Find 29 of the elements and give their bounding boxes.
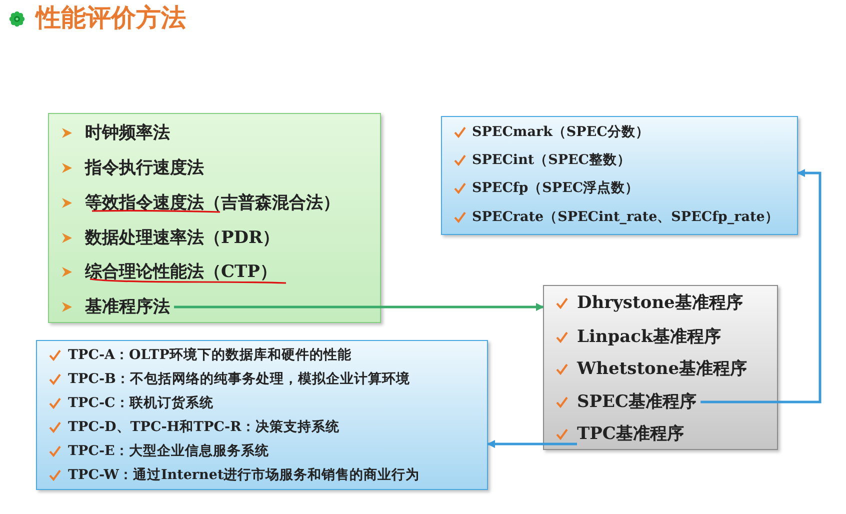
- list-panel: [543, 285, 778, 450]
- list-item-text: SPECrate（SPECint_rate、SPECfp_rate）: [472, 208, 779, 226]
- list-item-text: TPC-C：联机订货系统: [68, 394, 214, 412]
- list-item-text: SPECfp（SPEC浮点数）: [472, 179, 640, 197]
- list-item-text: SPEC基准程序: [577, 391, 697, 413]
- list-item-text: TPC基准程序: [577, 423, 684, 445]
- list-item-text: 数据处理速率法（PDR）: [85, 227, 280, 249]
- list-item-text: TPC-D、TPC-H和TPC-R：决策支持系统: [68, 418, 340, 436]
- list-item-text: TPC-W：通过Internet进行市场服务和销售的商业行为: [68, 466, 420, 484]
- list-item-text: 时钟频率法: [85, 122, 170, 144]
- list-item-text: Whetstone基准程序: [577, 358, 748, 380]
- arrow: [174, 303, 544, 311]
- list-panel: [48, 113, 381, 323]
- list-item-text: Dhrystone基准程序: [577, 292, 743, 314]
- list-panel: [441, 116, 798, 235]
- title: 性能评价方法: [36, 2, 186, 34]
- list-item-text: 综合理论性能法（CTP）: [85, 261, 277, 283]
- list-item-text: TPC-E：大型企业信息服务系统: [68, 442, 269, 460]
- list-item-text: 基准程序法: [85, 296, 170, 318]
- arrow: [487, 440, 577, 448]
- list-item-text: Linpack基准程序: [577, 326, 721, 348]
- list-item-text: 指令执行速度法: [85, 157, 204, 179]
- arrow: [700, 169, 822, 404]
- list-panel: [36, 340, 488, 490]
- list-item-text: SPECmark（SPEC分数）: [472, 123, 650, 141]
- list-item-text: SPECint（SPEC整数）: [472, 151, 632, 169]
- list-item-text: TPC-B：不包括网络的纯事务处理，模拟企业计算环境: [68, 370, 410, 388]
- list-item-text: 等效指令速度法（吉普森混合法）: [85, 192, 340, 214]
- list-item-text: TPC-A：OLTP环境下的数据库和硬件的性能: [68, 346, 352, 364]
